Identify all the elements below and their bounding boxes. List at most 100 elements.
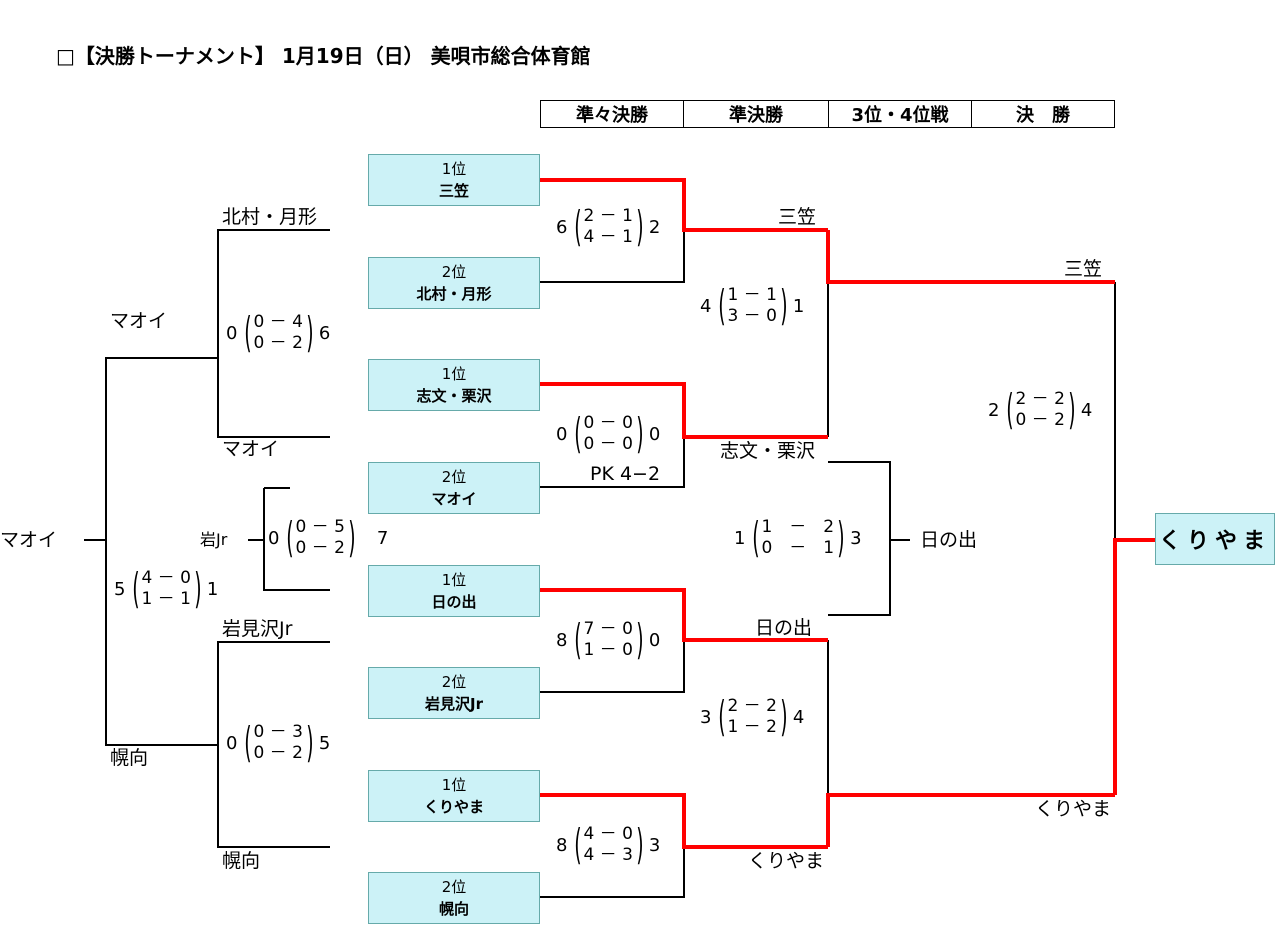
left-mid-bracket [248,488,330,591]
score-right: 0 [648,629,661,651]
team-box: 1位三笠 [368,154,540,206]
sf2-winner-line [826,793,1115,847]
score-left: 8 [556,629,568,651]
score-right: 7 [376,527,389,549]
score-left: 0 [556,423,568,445]
left-feed-label: 北村・月形 [222,206,318,228]
left-semi-bracket [105,357,218,746]
left-semi-winner-label: マオイ [110,310,168,332]
team-rank: 1位 [441,571,467,589]
champion-box: くりやま [1155,513,1275,565]
score-right: 6 [318,322,331,344]
team-rank: 2位 [441,673,467,691]
team-rank: 1位 [441,776,467,794]
score-left: 1 [734,527,746,549]
qf4-loser-line [540,847,685,898]
team-box: 2位北村・月形 [368,257,540,309]
sf1-winner-line [826,230,1115,284]
score-right: 1 [792,295,805,317]
score-half2: 3 － 0 [727,306,777,326]
team-box: 2位マオイ [368,462,540,514]
qf3-winner-label: 日の出 [755,617,813,639]
score-half2: 0 － 1 [761,538,835,558]
left-feed-label: 幌向 [222,850,261,872]
score-right: 4 [792,706,805,728]
score-right: 0 [648,423,661,445]
score-right: 3 [850,527,862,549]
score-right: 1 [206,578,219,600]
team-name: くりやま [423,798,484,816]
header-semifinal: 準決勝 [683,100,829,128]
team-name: 日の出 [431,593,477,611]
team-rank: 1位 [441,365,467,383]
score-half2: 4 － 3 [583,845,633,865]
score-half2: 0 － 2 [253,333,303,353]
team-box: 1位志文・栗沢 [368,359,540,411]
score-half1: 0 － 4 [253,312,303,332]
score-half1: 2 － 1 [583,206,633,226]
qf1-winner-label: 三笠 [778,206,817,228]
score-left: 0 [226,322,238,344]
qf3-loser-line [540,640,685,693]
qf2-loser-line [540,437,685,488]
team-name: 幌向 [438,900,469,918]
qf3-winner-line [540,588,828,642]
team-name: 岩見沢Jr [425,695,483,713]
team-rank: 1位 [441,160,467,178]
score-left: 8 [556,834,568,856]
score-half2: 0 － 2 [295,538,345,558]
score-half2: 1 － 0 [583,640,633,660]
score-half1: 2 － 2 [727,696,777,716]
page-title: □【決勝トーナメント】 1月19日（日） 美唄市総合体育館 [56,44,591,68]
team-box: 2位岩見沢Jr [368,667,540,719]
team-rank: 2位 [441,878,467,896]
team-name: 三笠 [438,182,469,200]
score-half2: 4 － 1 [583,227,633,247]
left-top-bracket [217,229,330,438]
sf2-winner-label: くりやま [1035,798,1112,820]
score-half1: 0 － 0 [583,413,633,433]
left-feed-label: 岩Jr [200,530,228,549]
qf1-winner-line [540,178,828,232]
team-name: 志文・栗沢 [416,387,492,405]
left-feed-label: マオイ [222,438,280,460]
score-half1: 1 － 1 [727,285,777,305]
team-rank: 2位 [441,468,467,486]
score-left: 6 [556,216,568,238]
score-half1: 7 － 0 [583,619,633,639]
score-half1: 2 － 2 [1015,389,1065,409]
left-semi-winner-label: 幌向 [110,747,149,769]
team-rank: 2位 [441,263,467,281]
score-right: 3 [648,834,661,856]
score-half1: 4 － 0 [141,568,191,588]
score-half2: 0 － 0 [583,434,633,454]
score-half1: 0 － 5 [295,517,345,537]
score-right: 2 [648,216,661,238]
sf1-winner-label: 三笠 [1064,258,1103,280]
score-left: 4 [700,295,712,317]
qf4-winner-label: くりやま [748,850,825,872]
score-half1: 1 － 2 [761,517,835,537]
score-right: 4 [1080,399,1093,421]
score-half1: 0 － 3 [253,722,303,742]
left-feed-label: 岩見沢Jr [222,618,293,640]
header-quarterfinal: 準々決勝 [540,100,684,128]
team-box: 1位日の出 [368,565,540,617]
qf4-winner-line [540,793,828,849]
score-half1: 4 － 0 [583,824,633,844]
header-third-place: 3位・4位戦 [828,100,972,128]
final-winner-line [1113,538,1155,795]
score-left: 5 [114,578,126,600]
score-half2: 1 － 2 [727,717,777,737]
